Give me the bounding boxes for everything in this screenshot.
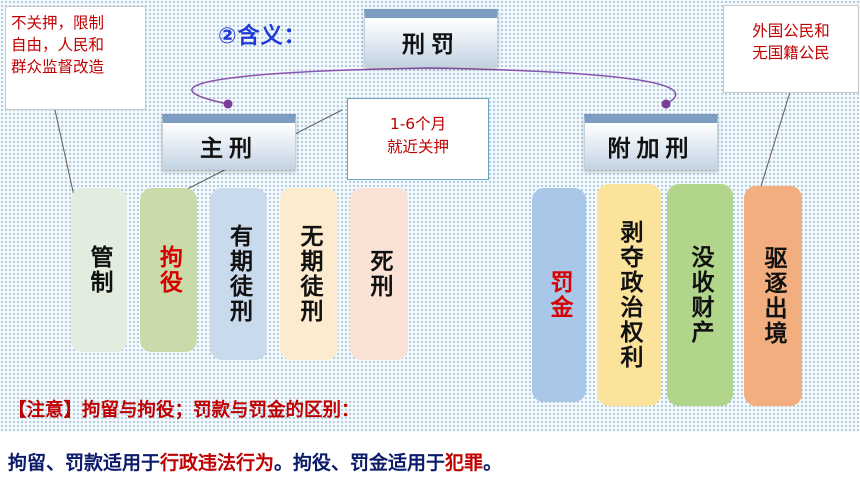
top-right-note-pointer	[757, 91, 791, 197]
summary-part-5: 。	[483, 452, 503, 474]
additional-item-1-label: 剥夺政治权利	[616, 220, 642, 370]
additional-item-0: 罚金	[532, 188, 586, 402]
top-left-note-line-2: 自由，人民和	[11, 36, 105, 54]
main-item-0-label: 管制	[86, 245, 112, 295]
main-item-3: 无期徒刑	[280, 188, 338, 360]
main-item-4-label: 死刑	[366, 249, 392, 299]
main-branch-node: 主刑	[162, 114, 296, 170]
summary-text: 拘留、罚款适用于行政违法行为。拘役、罚金适用于犯罪。	[8, 448, 502, 475]
main-callout-line-2: 就近关押	[386, 138, 449, 156]
top-right-note-line-2: 无国籍公民	[752, 44, 830, 62]
additional-branch-dot	[661, 99, 671, 109]
additional-item-3: 驱逐出境	[744, 186, 802, 406]
top-left-note: 不关押，限制 自由，人民和 群众监督改造	[5, 6, 146, 110]
summary-part-1: 拘留、罚款适用于	[8, 452, 161, 474]
notice-text: 【注意】拘留与拘役；罚款与罚金的区别：	[8, 400, 360, 421]
main-item-2-label: 有期徒刑	[225, 224, 252, 324]
additional-item-0-label: 罚金	[546, 270, 572, 320]
additional-item-3-label: 驱逐出境	[760, 246, 786, 346]
main-callout-line-1: 1-6个月	[389, 115, 447, 133]
additional-item-2: 没收财产	[667, 184, 733, 406]
summary-part-4: 犯罪	[445, 452, 484, 474]
top-left-note-pointer	[54, 109, 75, 197]
main-item-3-label: 无期徒刑	[296, 224, 322, 324]
summary-part-3: 。拘役、罚金适用于	[274, 452, 446, 474]
top-left-note-line-3: 群众监督改造	[11, 58, 105, 76]
top-right-note-line-1: 外国公民和	[752, 22, 830, 40]
additional-item-2-label: 没收财产	[687, 245, 713, 345]
main-branch-dot	[223, 99, 233, 109]
heading: ②含义：	[218, 24, 307, 49]
root-node: 刑罚	[364, 9, 498, 67]
main-callout: 1-6个月 就近关押	[347, 98, 489, 180]
branch-connector	[191, 67, 677, 105]
main-item-0: 管制	[71, 188, 127, 352]
summary-part-2: 行政违法行为	[160, 452, 275, 474]
top-left-note-line-1: 不关押，限制	[11, 14, 105, 32]
additional-item-1: 剥夺政治权利	[597, 184, 661, 406]
additional-branch-node: 附加刑	[584, 114, 718, 170]
main-item-1: 拘役	[140, 188, 197, 352]
top-right-note: 外国公民和 无国籍公民	[723, 5, 859, 93]
main-item-4: 死刑	[350, 188, 408, 360]
main-item-1-label: 拘役	[155, 245, 182, 295]
main-item-2: 有期徒刑	[210, 188, 267, 360]
